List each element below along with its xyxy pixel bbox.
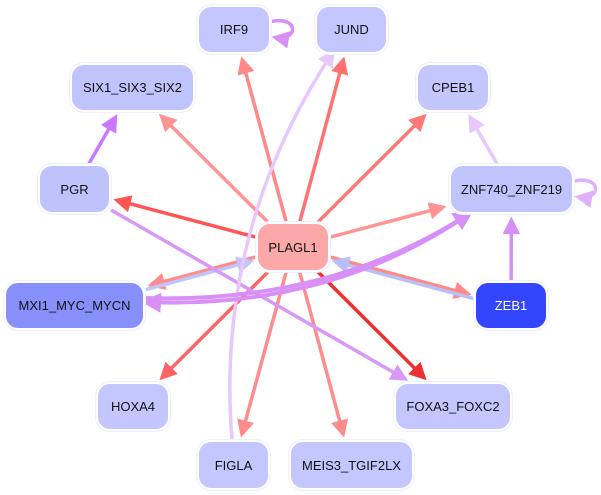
edge-mxi1-to-znf740 [144,210,474,301]
edge-znf740-to-cpeb1 [468,114,499,165]
edge-plagl1-to-jund [298,56,349,223]
edge-plagl1-to-figla [237,271,288,438]
edge-irf9-to-irf9 [270,18,295,49]
edge-pgr-to-six1 [87,114,118,165]
edge-plagl1-to-cpeb1 [316,113,427,224]
node-pgr[interactable]: PGR [40,166,109,212]
edge-plagl1-to-pgr [113,195,257,239]
edge-plagl1-to-hoxa4 [159,270,270,381]
edge-figla-to-jund [228,49,335,441]
edge-plagl1-to-foxa3 [316,270,427,381]
node-cpeb1[interactable]: CPEB1 [418,65,488,110]
node-label: HOXA4 [110,399,156,414]
node-irf9[interactable]: IRF9 [199,7,269,52]
edge-znf740-to-znf740 [573,178,598,208]
node-zeb1[interactable]: ZEB1 [476,283,546,328]
node-hoxa4[interactable]: HOXA4 [98,384,168,429]
node-label: ZEB1 [494,298,528,313]
node-label: FIGLA [214,457,253,473]
edge-mxi1-to-plagl1 [145,256,255,292]
node-mxi1[interactable]: MXI1_MYC_MYCN [6,283,143,328]
edge-plagl1-to-six1 [158,113,270,224]
node-meis3[interactable]: MEIS3_TGIF2LX [291,442,412,488]
node-label: FOXA3_FOXC2 [406,399,500,414]
node-znf740[interactable]: ZNF740_ZNF219 [451,166,572,212]
node-label: PGR [60,181,89,197]
node-label: MXI1_MYC_MYCN [18,298,131,313]
edge-plagl1-to-irf9 [237,56,288,223]
edge-plagl1-to-zeb1 [329,255,472,299]
node-figla[interactable]: FIGLA [199,442,268,488]
node-label: ZNF740_ZNF219 [460,181,563,197]
edge-plagl1-to-znf740 [329,202,447,239]
node-foxa3[interactable]: FOXA3_FOXC2 [396,384,510,429]
node-label: CPEB1 [431,80,475,95]
node-label: PLAGL1 [268,239,318,255]
node-plagl1[interactable]: PLAGL1 [258,224,328,270]
node-six1[interactable]: SIX1_SIX3_SIX2 [72,65,193,110]
node-label: JUND [334,22,369,37]
node-label: IRF9 [219,22,249,37]
edge-plagl1-to-meis3 [298,271,349,438]
node-jund[interactable]: JUND [317,7,386,52]
node-label: MEIS3_TGIF2LX [302,457,401,473]
node-label: SIX1_SIX3_SIX2 [82,80,182,95]
